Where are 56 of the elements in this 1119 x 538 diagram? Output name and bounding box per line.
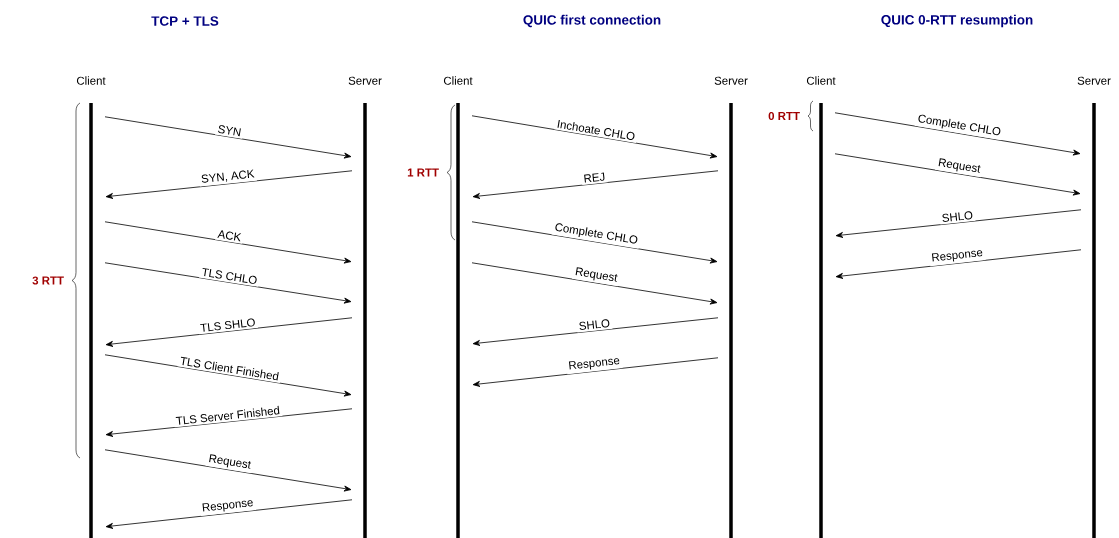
arrow (471, 262, 718, 305)
arrow (105, 408, 353, 437)
arrow (471, 115, 718, 159)
edge-label: TLS Client Finished (177, 354, 282, 383)
node-label: Server (348, 76, 382, 85)
lifeline: Client (806, 76, 836, 538)
lifeline: Client (76, 76, 106, 538)
arrow (834, 112, 1081, 156)
node-label: Server (714, 76, 748, 85)
edge-label: Request (935, 155, 984, 178)
arrow (104, 449, 352, 492)
node-label: Client (806, 76, 836, 85)
edge-label: Request (572, 264, 621, 287)
node-label: Client (443, 76, 473, 85)
edge-label: Inchoate CHLO (554, 117, 638, 143)
arrow (104, 221, 352, 264)
arrow (835, 209, 1082, 238)
edge-label: SHLO (576, 316, 613, 333)
edge-label: REJ (580, 170, 608, 185)
rtt-label: 1 RTT (407, 168, 439, 177)
lifeline: Client (443, 76, 473, 538)
arrow (105, 317, 353, 347)
panel-title: QUIC first connection (523, 14, 661, 28)
arrow (835, 249, 1082, 279)
arrow (104, 354, 352, 397)
arrow (471, 221, 718, 264)
rtt-label: 3 RTT (32, 276, 64, 285)
edge-label: Request (205, 451, 254, 474)
edge-label: TLS SHLO (197, 315, 258, 335)
arrow (472, 357, 719, 387)
lifeline: Server (348, 76, 382, 538)
lifeline: Server (1077, 76, 1111, 538)
arrow (104, 262, 352, 304)
arrow (105, 170, 353, 199)
arrow (105, 499, 353, 529)
edge-label: ACK (214, 227, 245, 244)
rtt-label: 0 RTT (768, 111, 800, 121)
edge-label: Complete CHLO (914, 111, 1004, 141)
edge-label: Response (928, 245, 986, 267)
edge-label: TLS CHLO (198, 265, 261, 287)
arrow (472, 170, 719, 199)
edge-label: SYN, ACK (198, 167, 258, 187)
edge-label: SYN (214, 122, 245, 139)
edge-label: Response (565, 353, 623, 375)
edge-label: Complete CHLO (551, 220, 641, 249)
node-label: Client (76, 76, 106, 85)
panel-title: TCP + TLS (151, 16, 219, 26)
arrow (104, 116, 352, 159)
arrow (472, 317, 719, 346)
edge-label: SHLO (939, 208, 976, 225)
lifeline: Server (714, 76, 748, 538)
node-label: Server (1077, 76, 1111, 85)
panel-title: QUIC 0-RTT resumption (881, 14, 1033, 28)
edge-label: Response (199, 495, 257, 517)
edge-label: TLS Server Finished (173, 403, 283, 428)
arrow (834, 153, 1081, 196)
